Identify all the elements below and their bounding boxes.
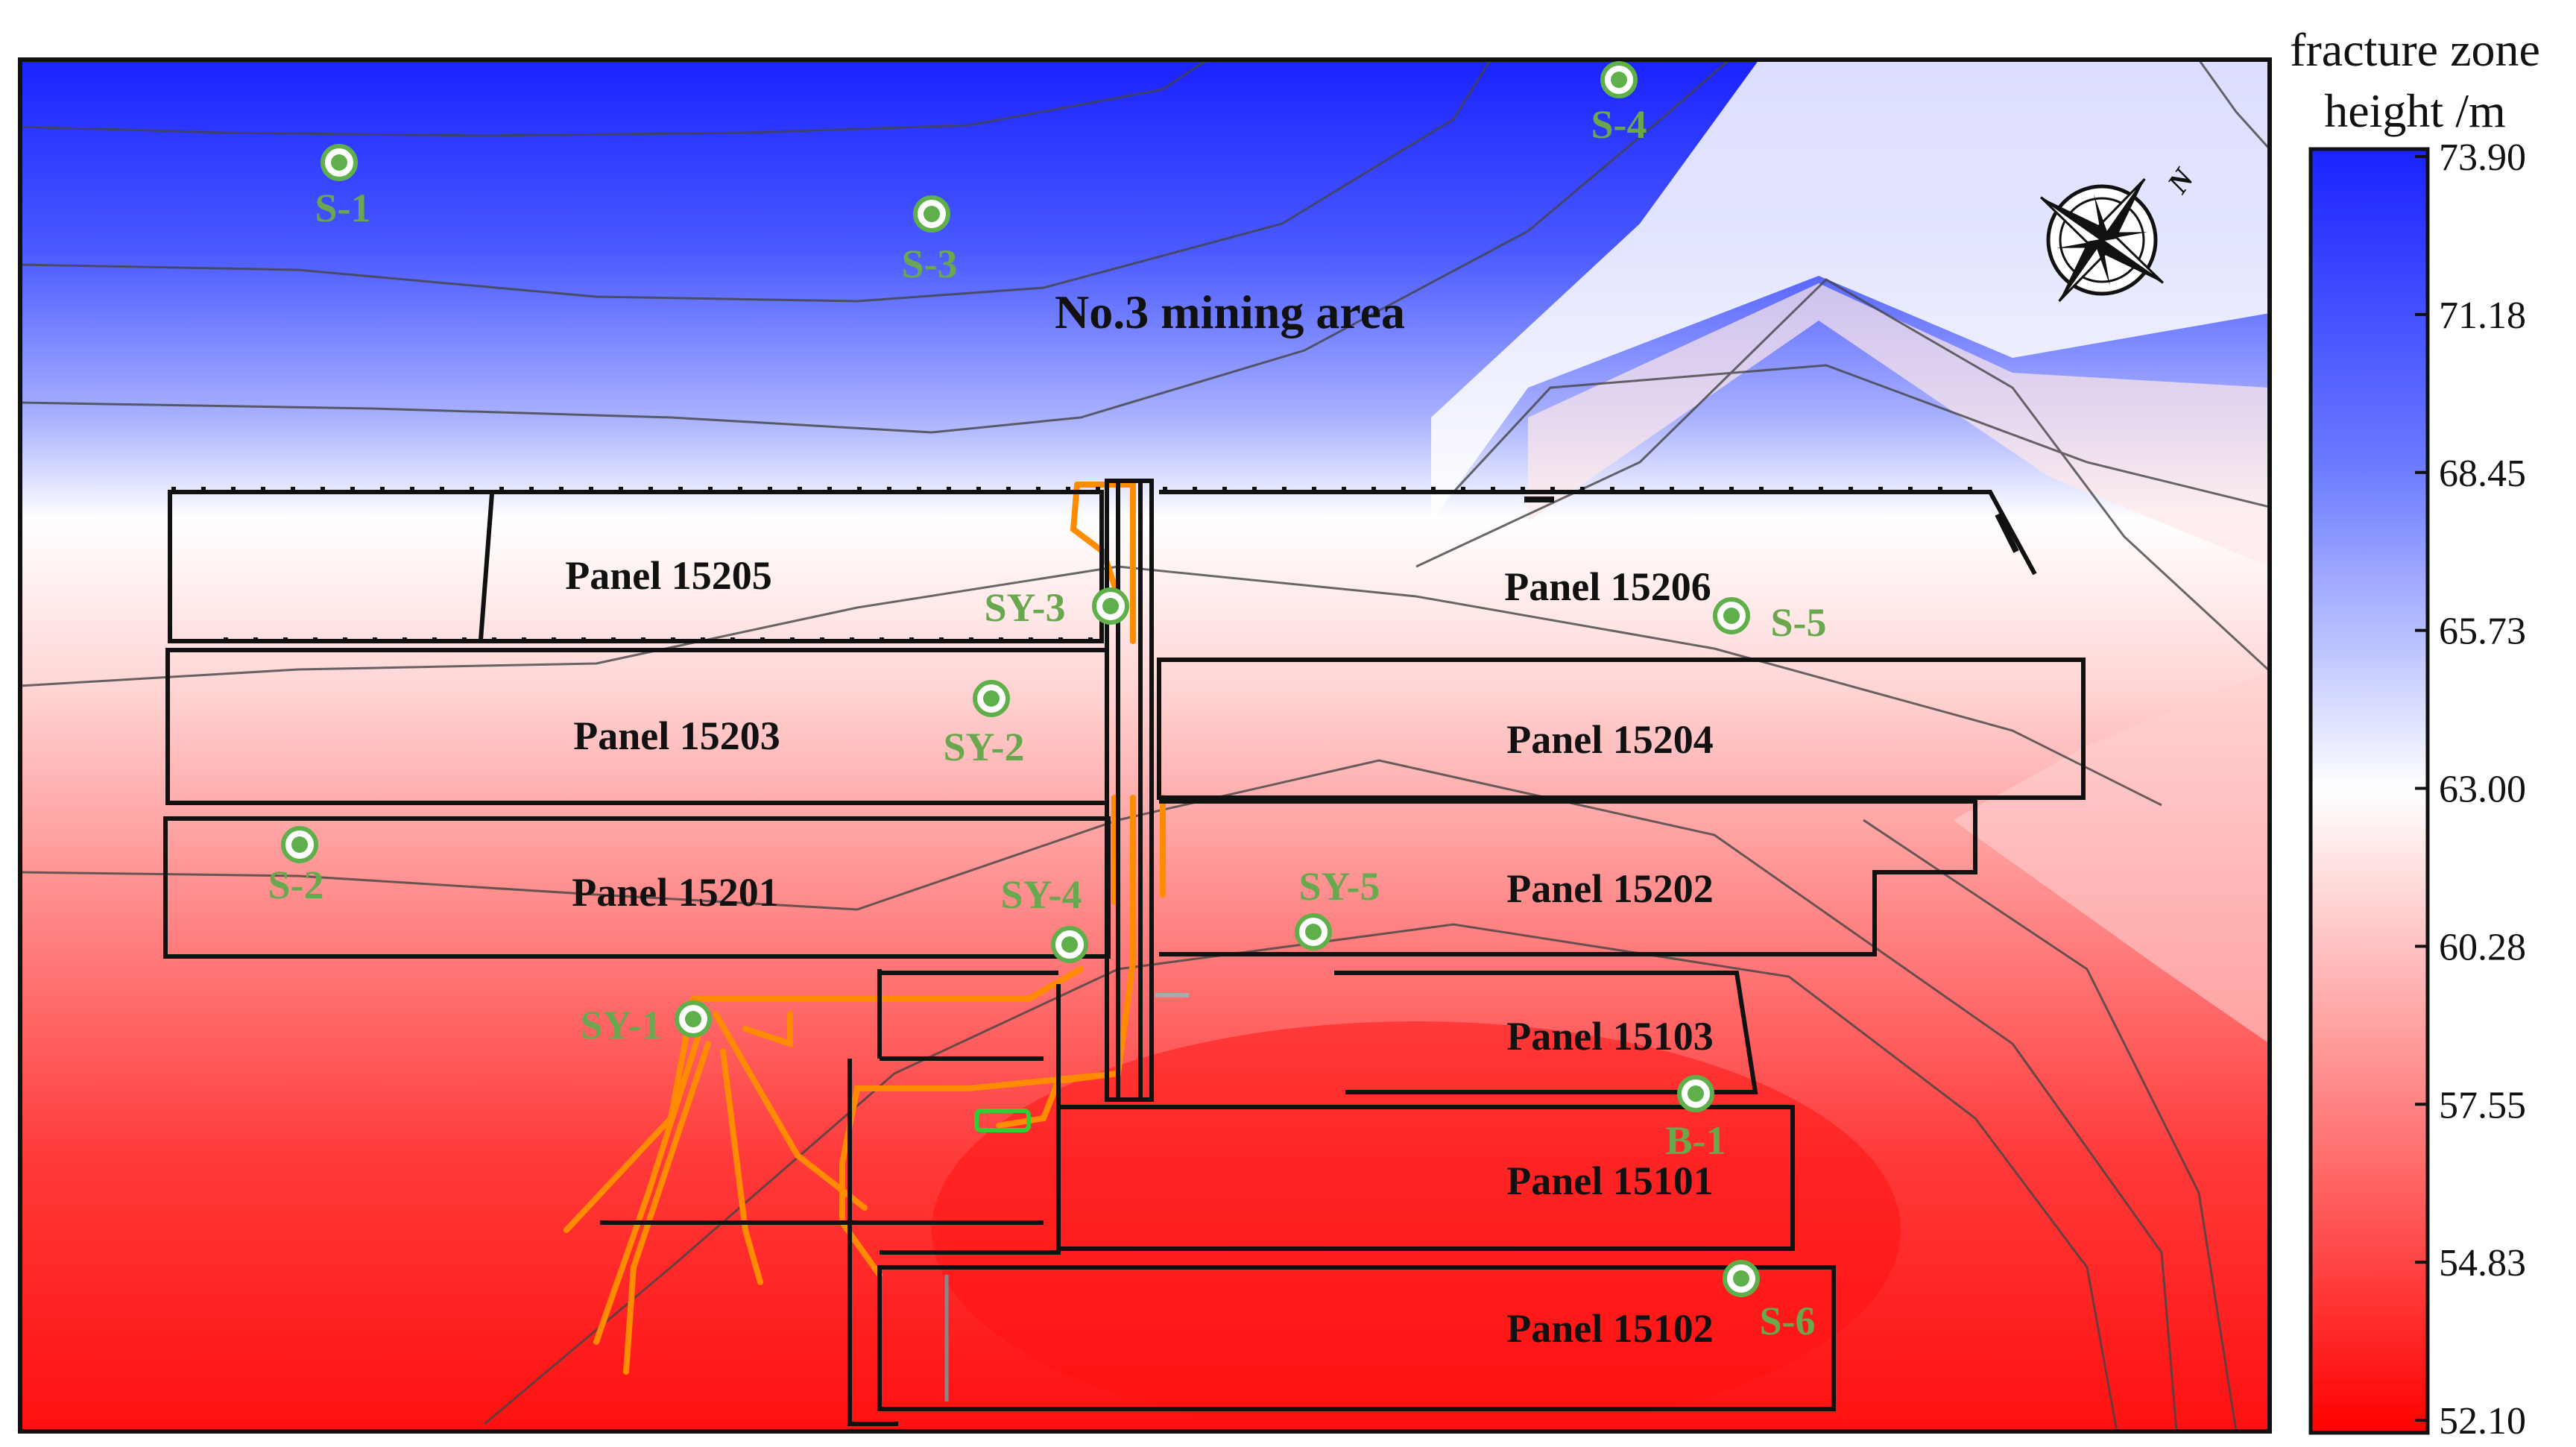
- borehole-label-sy4: SY-4: [1000, 872, 1082, 917]
- colorbar-tick-label: 52.10: [2439, 1400, 2526, 1443]
- tunnel-marker: [1995, 513, 2019, 553]
- colorbar-tick-label: 63.00: [2439, 769, 2526, 811]
- green-roadway: [974, 1109, 1031, 1132]
- borehole-label-s5: S-5: [1770, 600, 1826, 645]
- panel-label-15204: Panel 15204: [1506, 717, 1714, 762]
- panel-label-15101: Panel 15101: [1506, 1158, 1714, 1203]
- panel-labels: Panel 15205 Panel 15206 Panel 15203 Pane…: [565, 553, 1714, 1351]
- colorbar-tick-label: 68.45: [2439, 453, 2526, 495]
- colorbar-tick-label: 60.28: [2439, 926, 2526, 968]
- panel-label-15203: Panel 15203: [573, 713, 780, 758]
- roadway-network: [564, 482, 1166, 1375]
- borehole-label-sy1: SY-1: [580, 1003, 661, 1047]
- colorbar-tick-label: 54.83: [2439, 1242, 2526, 1284]
- borehole-label-s4: S-4: [1591, 102, 1647, 147]
- colorbar-title-line1: fracture zone: [2290, 23, 2540, 76]
- boreholes: S-1 S-2 S-3 S-4 S-5 S-6 SY-1 SY-2 SY-3 S…: [268, 61, 1827, 1343]
- panel-label-15205: Panel 15205: [565, 553, 772, 598]
- colorbar-ticks: 73.90 71.18 68.45 65.73 63.00 60.28 57.55 54.83…: [2415, 136, 2526, 1443]
- panel-outlines: [163, 479, 2086, 1426]
- map-frame: [18, 57, 2272, 1434]
- panel-label-15202: Panel 15202: [1506, 866, 1714, 911]
- colorbar-tick-label: 65.73: [2439, 611, 2526, 653]
- panel-label-15103: Panel 15103: [1506, 1014, 1714, 1059]
- borehole-label-s6: S-6: [1759, 1299, 1815, 1343]
- colorbar-title-line2: height /m: [2324, 84, 2506, 137]
- borehole-label-sy3: SY-3: [984, 585, 1065, 630]
- panel-label-15206: Panel 15206: [1504, 564, 1711, 609]
- mining-area-label: No.3 mining area: [1055, 286, 1405, 338]
- tunnel-markings: [171, 487, 1983, 642]
- borehole-label-sy2: SY-2: [943, 725, 1024, 769]
- colorbar-title-box: [2277, 13, 2576, 142]
- panel-label-15102: Panel 15102: [1506, 1306, 1714, 1351]
- borehole-label-s2: S-2: [268, 863, 323, 907]
- colorbar-tick-label: 73.90: [2439, 136, 2526, 179]
- colorbar: [2308, 147, 2430, 1435]
- borehole-label-s1: S-1: [315, 186, 370, 230]
- colorbar-tick-label: 57.55: [2439, 1084, 2526, 1126]
- borehole-label-b1: B-1: [1666, 1118, 1726, 1163]
- contour-field: [20, 60, 2270, 1431]
- panel-label-15201: Panel 15201: [572, 870, 779, 915]
- colorbar-tick-label: 71.18: [2439, 294, 2526, 337]
- borehole-label-s3: S-3: [901, 242, 957, 286]
- borehole-label-sy5: SY-5: [1298, 864, 1380, 909]
